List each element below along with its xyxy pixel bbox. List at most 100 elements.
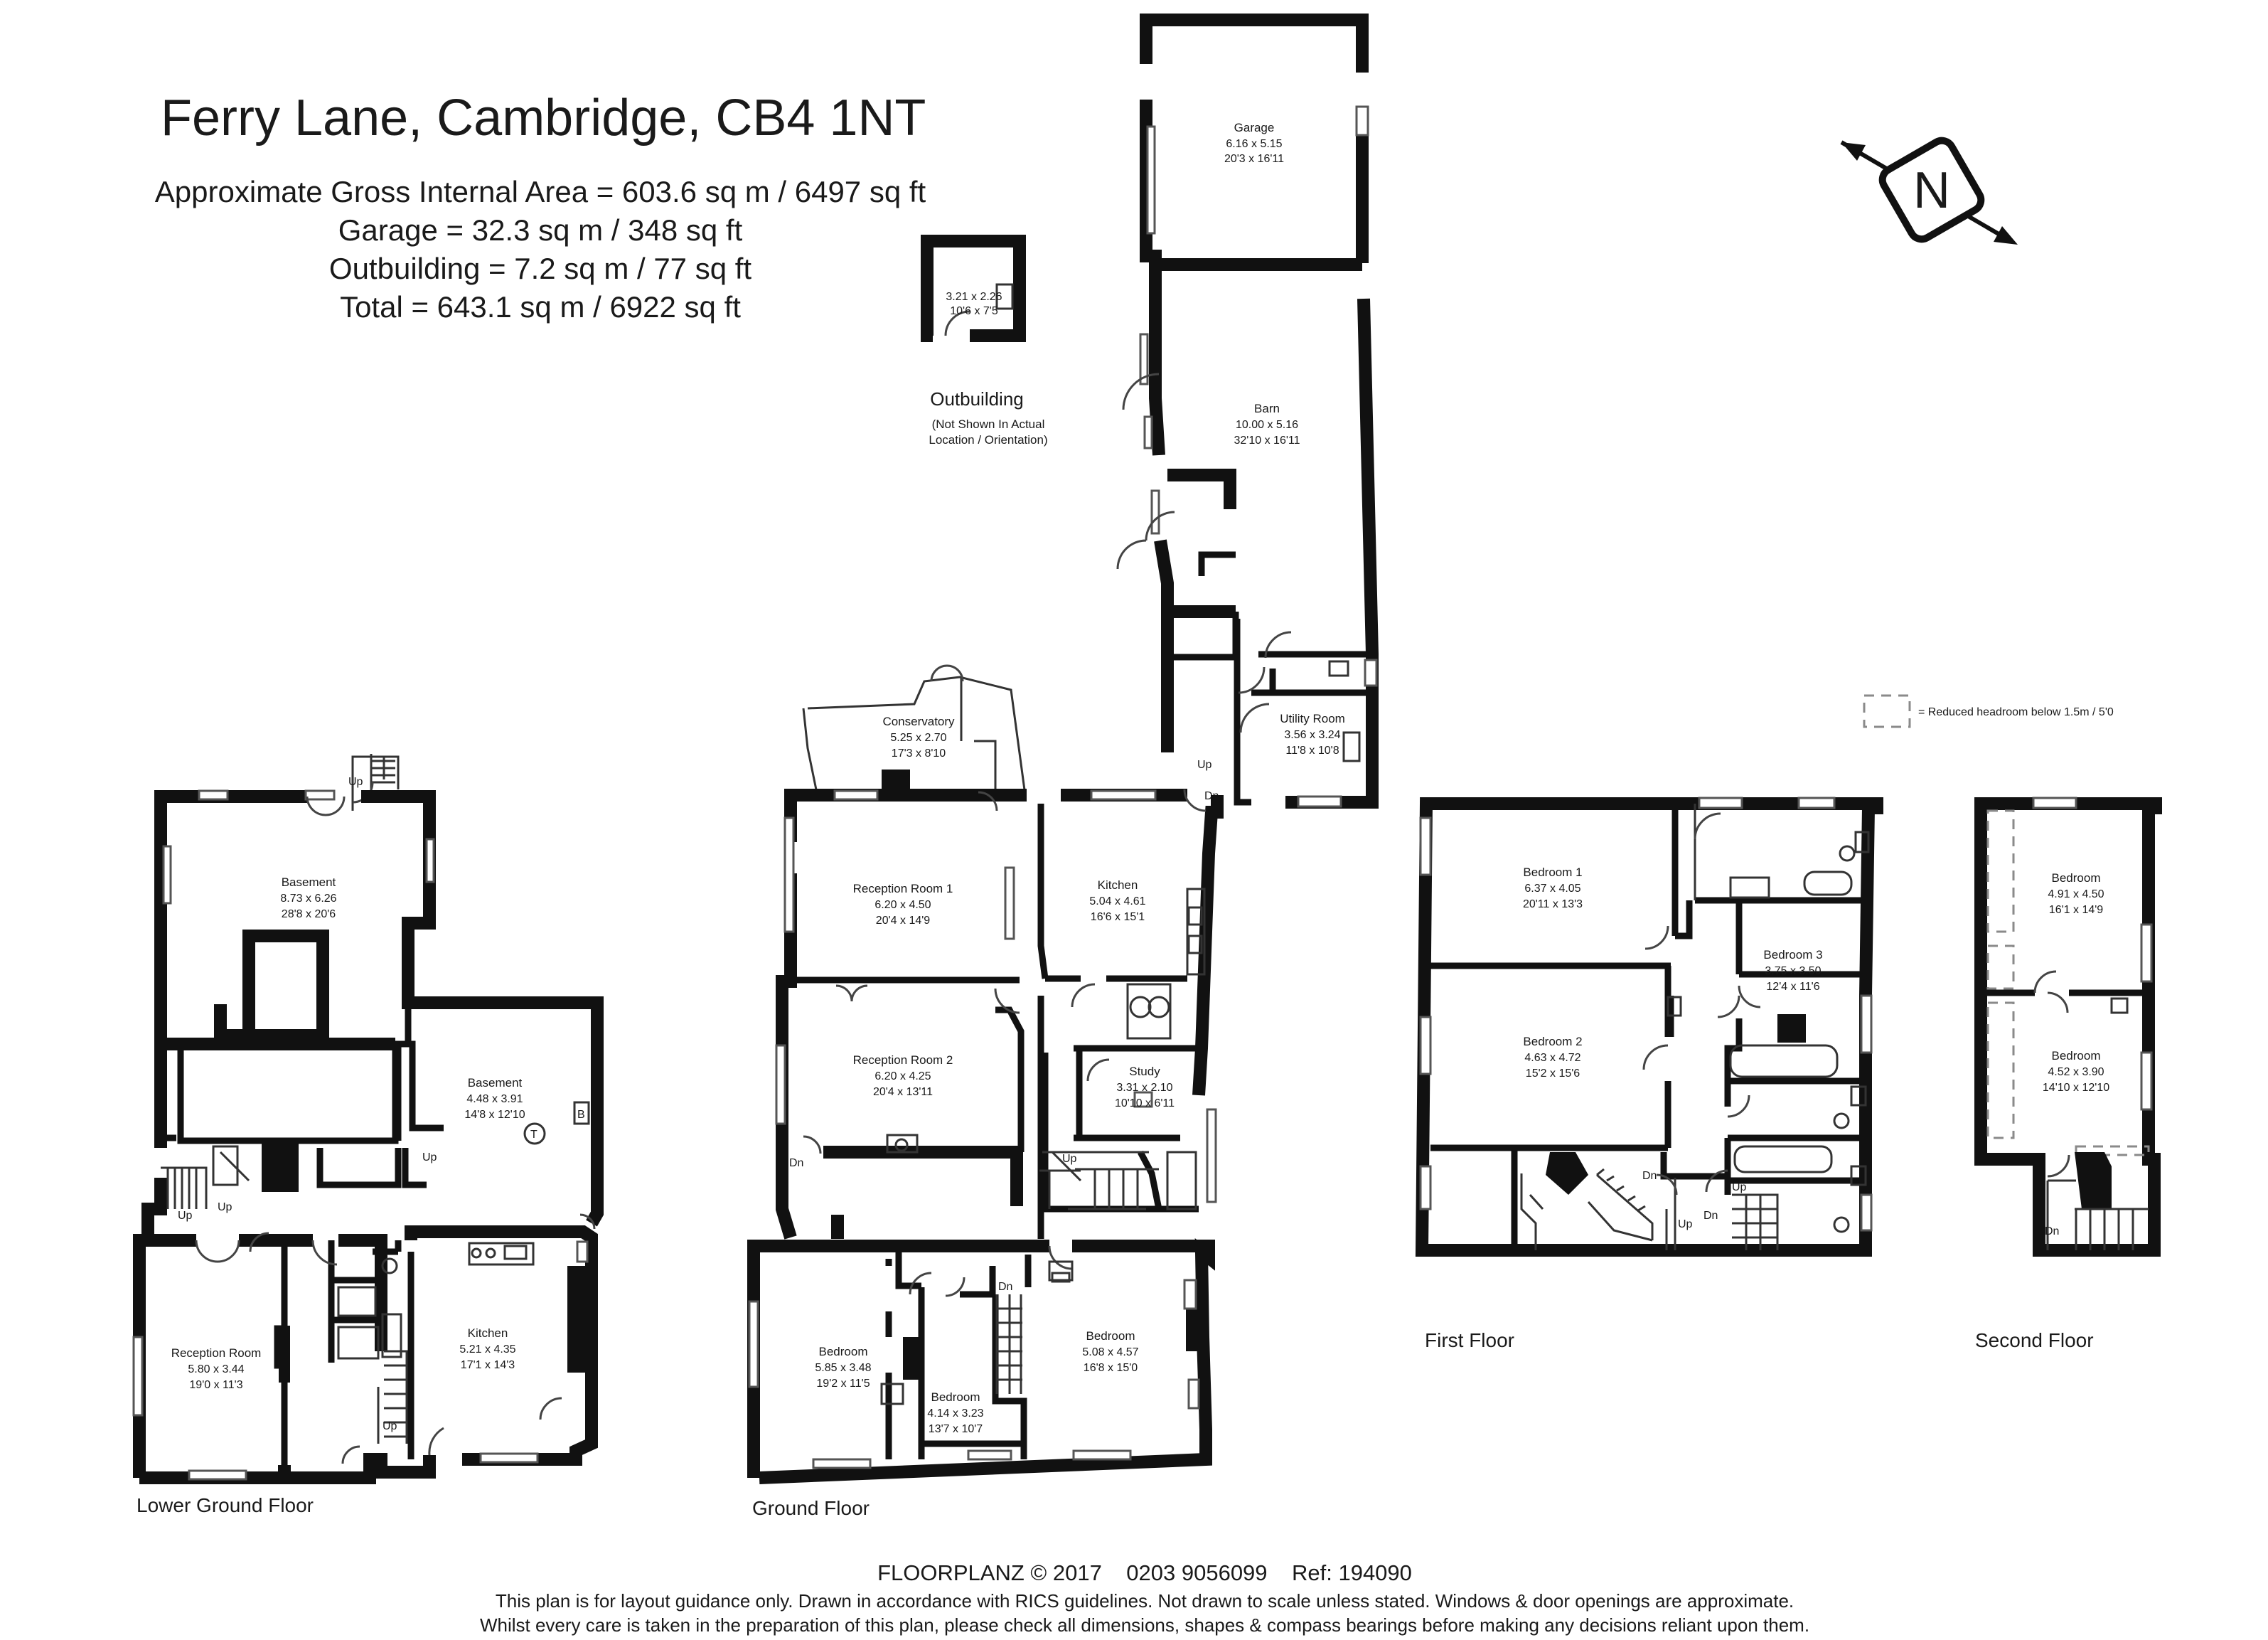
basement2-dims-ft: 14'8 x 12'10 (464, 1109, 525, 1121)
conservatory-name: Conservatory (882, 715, 955, 728)
ground-up-label: Up (1062, 1153, 1077, 1165)
bedroom-g3-dims-ft: 16'8 x 15'0 (1084, 1362, 1138, 1374)
bedroom-g1-name: Bedroom (819, 1345, 868, 1358)
kitchen-lg-dims-m: 5.21 x 4.35 (459, 1343, 515, 1356)
basement1-name: Basement (282, 875, 336, 889)
bedroom3-name: Bedroom 3 (1763, 948, 1822, 962)
second-floor-plan: Bedroom 4.91 x 4.50 16'1 x 14'9 Bedroom … (1974, 797, 2162, 1351)
area-summary: Approximate Gross Internal Area = 603.6 … (155, 175, 926, 324)
area-line-outbuilding: Outbuilding = 7.2 sq m / 77 sq ft (329, 252, 752, 285)
lower-ground-floor-plan: B T Basement 8.73 x 6.26 28'8 x 20'6 Bas… (132, 754, 604, 1516)
compass-icon: N (1840, 137, 2018, 245)
barn-name: Barn (1254, 402, 1280, 415)
lower-ground-floor-label: Lower Ground Floor (137, 1494, 314, 1516)
reception-lg-dims-m: 5.80 x 3.44 (188, 1363, 244, 1375)
kitchen-g-dims-m: 5.04 x 4.61 (1089, 895, 1145, 907)
reception2-dims-ft: 20'4 x 13'11 (873, 1086, 933, 1098)
kitchen-g-name: Kitchen (1098, 878, 1138, 892)
conservatory-dims-ft: 17'3 x 8'10 (892, 747, 946, 760)
outbuilding-note-2: Location / Orientation) (929, 433, 1047, 447)
garage-name: Garage (1234, 121, 1275, 134)
lg-up-label-2: Up (422, 1151, 437, 1164)
ground-floor-plan: Conservatory 5.25 x 2.70 17'3 x 8'10 Rec… (747, 664, 1224, 1519)
utility-up-label: Up (1197, 759, 1212, 771)
bedroom2-name: Bedroom 2 (1523, 1035, 1582, 1048)
first-dn-label-1: Dn (1642, 1170, 1657, 1182)
footer-company-line: FLOORPLANZ © 2017 0203 9056099 Ref: 1940… (877, 1560, 1412, 1585)
garage-barn-plan: Garage 6.16 x 5.15 20'3 x 16'11 Barn 10.… (1116, 14, 1379, 809)
kitchen-g-dims-ft: 16'6 x 15'1 (1091, 911, 1145, 923)
garage-dims-ft: 20'3 x 16'11 (1224, 153, 1284, 165)
first-up-label-2: Up (1732, 1181, 1747, 1193)
outbuilding-label: Outbuilding (930, 388, 1024, 410)
ground-dn-label: Dn (789, 1157, 803, 1169)
outbuilding-note-1: (Not Shown In Actual (932, 417, 1045, 431)
utility-dims-ft: 11'8 x 10'8 (1285, 745, 1339, 757)
kitchen-lg-name: Kitchen (468, 1326, 508, 1340)
bedroom-g2-dims-ft: 13'7 x 10'7 (929, 1423, 983, 1435)
bedroom-g2-name: Bedroom (931, 1390, 980, 1404)
bedroom3-dims-ft: 12'4 x 11'6 (1766, 981, 1819, 993)
bedroom-g2-dims-m: 4.14 x 3.23 (927, 1407, 983, 1420)
bedroom3-dims-m: 3.75 x 3.50 (1765, 965, 1821, 977)
ground-dn-label-2: Dn (998, 1281, 1012, 1293)
lg-up-label-1: Up (348, 776, 363, 788)
reception1-dims-ft: 20'4 x 14'9 (876, 915, 930, 927)
footer: FLOORPLANZ © 2017 0203 9056099 Ref: 1940… (480, 1560, 1809, 1636)
garage-dims-m: 6.16 x 5.15 (1226, 138, 1282, 150)
barn-dims-m: 10.00 x 5.16 (1236, 419, 1298, 431)
bedroom-g1-dims-ft: 19'2 x 11'5 (816, 1378, 870, 1390)
lg-up-label-4: Up (218, 1201, 232, 1213)
ground-floor-label: Ground Floor (752, 1497, 870, 1519)
lg-up-label-5: Up (383, 1420, 397, 1432)
utility-dims-m: 3.56 x 3.24 (1284, 729, 1340, 741)
bedroom2-dims-ft: 15'2 x 15'6 (1526, 1067, 1580, 1080)
reception2-name: Reception Room 2 (853, 1053, 953, 1067)
bedroom-g3-name: Bedroom (1086, 1329, 1135, 1343)
tank-label: T (530, 1129, 537, 1141)
outbuilding-dims-ft: 10'6 x 7'5 (950, 305, 998, 317)
bedroom-g1-dims-m: 5.85 x 3.48 (815, 1362, 871, 1374)
area-line-gia: Approximate Gross Internal Area = 603.6 … (155, 175, 926, 208)
kitchen-lg-dims-ft: 17'1 x 14'3 (461, 1359, 515, 1371)
reception-lg-dims-ft: 19'0 x 11'3 (189, 1379, 242, 1391)
bedroom-s1-dims-ft: 16'1 x 14'9 (2049, 904, 2103, 916)
bedroom1-dims-ft: 20'11 x 13'3 (1523, 898, 1583, 910)
compass-letter: N (1913, 162, 1950, 219)
footer-disclaimer-2: Whilst every care is taken in the prepar… (480, 1614, 1809, 1636)
outbuilding-plan: 3.21 x 2.26 10'6 x 7'5 Outbuilding (Not … (921, 235, 1048, 447)
area-line-garage: Garage = 32.3 sq m / 348 sq ft (338, 213, 743, 247)
bedroom1-name: Bedroom 1 (1523, 866, 1582, 879)
plan-title: Ferry Lane, Cambridge, CB4 1NT (161, 90, 926, 147)
first-up-label-1: Up (1678, 1218, 1693, 1230)
lg-up-label-3: Up (178, 1210, 193, 1222)
bedroom-s1-dims-m: 4.91 x 4.50 (2048, 888, 2104, 900)
footer-disclaimer-1: This plan is for layout guidance only. D… (496, 1590, 1794, 1612)
bedroom-s2-dims-m: 4.52 x 3.90 (2048, 1066, 2104, 1078)
bedroom-s2-dims-ft: 14'10 x 12'10 (2043, 1082, 2109, 1094)
barn-dims-ft: 32'10 x 16'11 (1234, 435, 1300, 447)
bedroom-s1-name: Bedroom (2052, 871, 2101, 885)
legend-reduced-headroom: = Reduced headroom below 1.5m / 5'0 (1863, 694, 2114, 728)
study-dims-m: 3.31 x 2.10 (1116, 1082, 1172, 1094)
bedroom-s2-name: Bedroom (2052, 1049, 2101, 1063)
area-line-total: Total = 643.1 sq m / 6922 sq ft (340, 290, 741, 324)
legend-text: = Reduced headroom below 1.5m / 5'0 (1918, 706, 2114, 718)
first-dn-label-2: Dn (1703, 1210, 1718, 1222)
second-floor-label: Second Floor (1975, 1329, 2094, 1351)
basement2-name: Basement (468, 1076, 523, 1090)
study-dims-ft: 10'10 x 6'11 (1115, 1097, 1175, 1109)
basement1-dims-m: 8.73 x 6.26 (280, 893, 336, 905)
reception2-dims-m: 6.20 x 4.25 (874, 1070, 931, 1082)
bedroom-g3-dims-m: 5.08 x 4.57 (1082, 1346, 1138, 1358)
basement1-dims-ft: 28'8 x 20'6 (282, 908, 336, 920)
second-dn-label: Dn (2045, 1225, 2059, 1237)
basement2-dims-m: 4.48 x 3.91 (466, 1093, 523, 1105)
bedroom1-dims-m: 6.37 x 4.05 (1524, 883, 1580, 895)
reception-lg-name: Reception Room (171, 1346, 262, 1360)
boiler-label: B (577, 1109, 585, 1121)
first-floor-plan: Bedroom 1 6.37 x 4.05 20'11 x 13'3 Bedro… (1415, 797, 1883, 1351)
first-floor-label: First Floor (1425, 1329, 1514, 1351)
bedroom2-dims-m: 4.63 x 4.72 (1524, 1052, 1580, 1064)
